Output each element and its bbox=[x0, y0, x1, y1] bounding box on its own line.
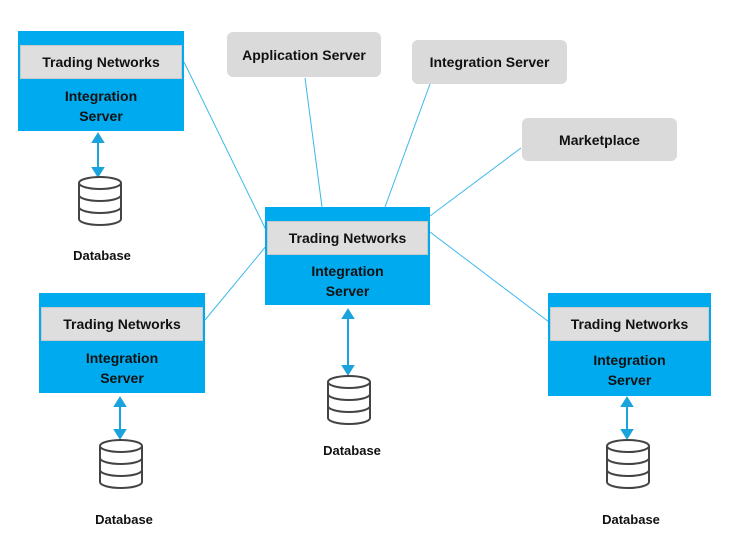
database-icon bbox=[606, 439, 650, 489]
marketplace-box: Marketplace bbox=[522, 118, 677, 161]
trading-networks-label: Trading Networks bbox=[41, 307, 203, 341]
database-label: Database bbox=[323, 443, 381, 458]
link-marketplace-center bbox=[429, 147, 522, 217]
double-arrow-bottom-left bbox=[113, 396, 127, 440]
database-icon bbox=[327, 375, 371, 425]
double-arrow-top-left bbox=[91, 132, 105, 178]
link-appserver-center bbox=[304, 77, 323, 208]
database-icon bbox=[78, 176, 122, 226]
database-icon bbox=[99, 439, 143, 489]
application-server-box: Application Server bbox=[227, 32, 381, 77]
link-right-center bbox=[429, 231, 550, 323]
database-label: Database bbox=[95, 512, 153, 527]
double-arrow-center bbox=[341, 308, 355, 376]
database-label: Database bbox=[602, 512, 660, 527]
link-topleft-center bbox=[183, 61, 268, 233]
trading-networks-label: Trading Networks bbox=[20, 45, 182, 79]
trading-networks-label: Trading Networks bbox=[550, 307, 709, 341]
link-bottomleft-center bbox=[204, 244, 268, 321]
double-arrow-right bbox=[620, 396, 634, 440]
link-intserver-center bbox=[384, 83, 431, 208]
trading-networks-label: Trading Networks bbox=[267, 221, 428, 255]
integration-server-box: Integration Server bbox=[412, 40, 567, 84]
database-label: Database bbox=[73, 248, 131, 263]
